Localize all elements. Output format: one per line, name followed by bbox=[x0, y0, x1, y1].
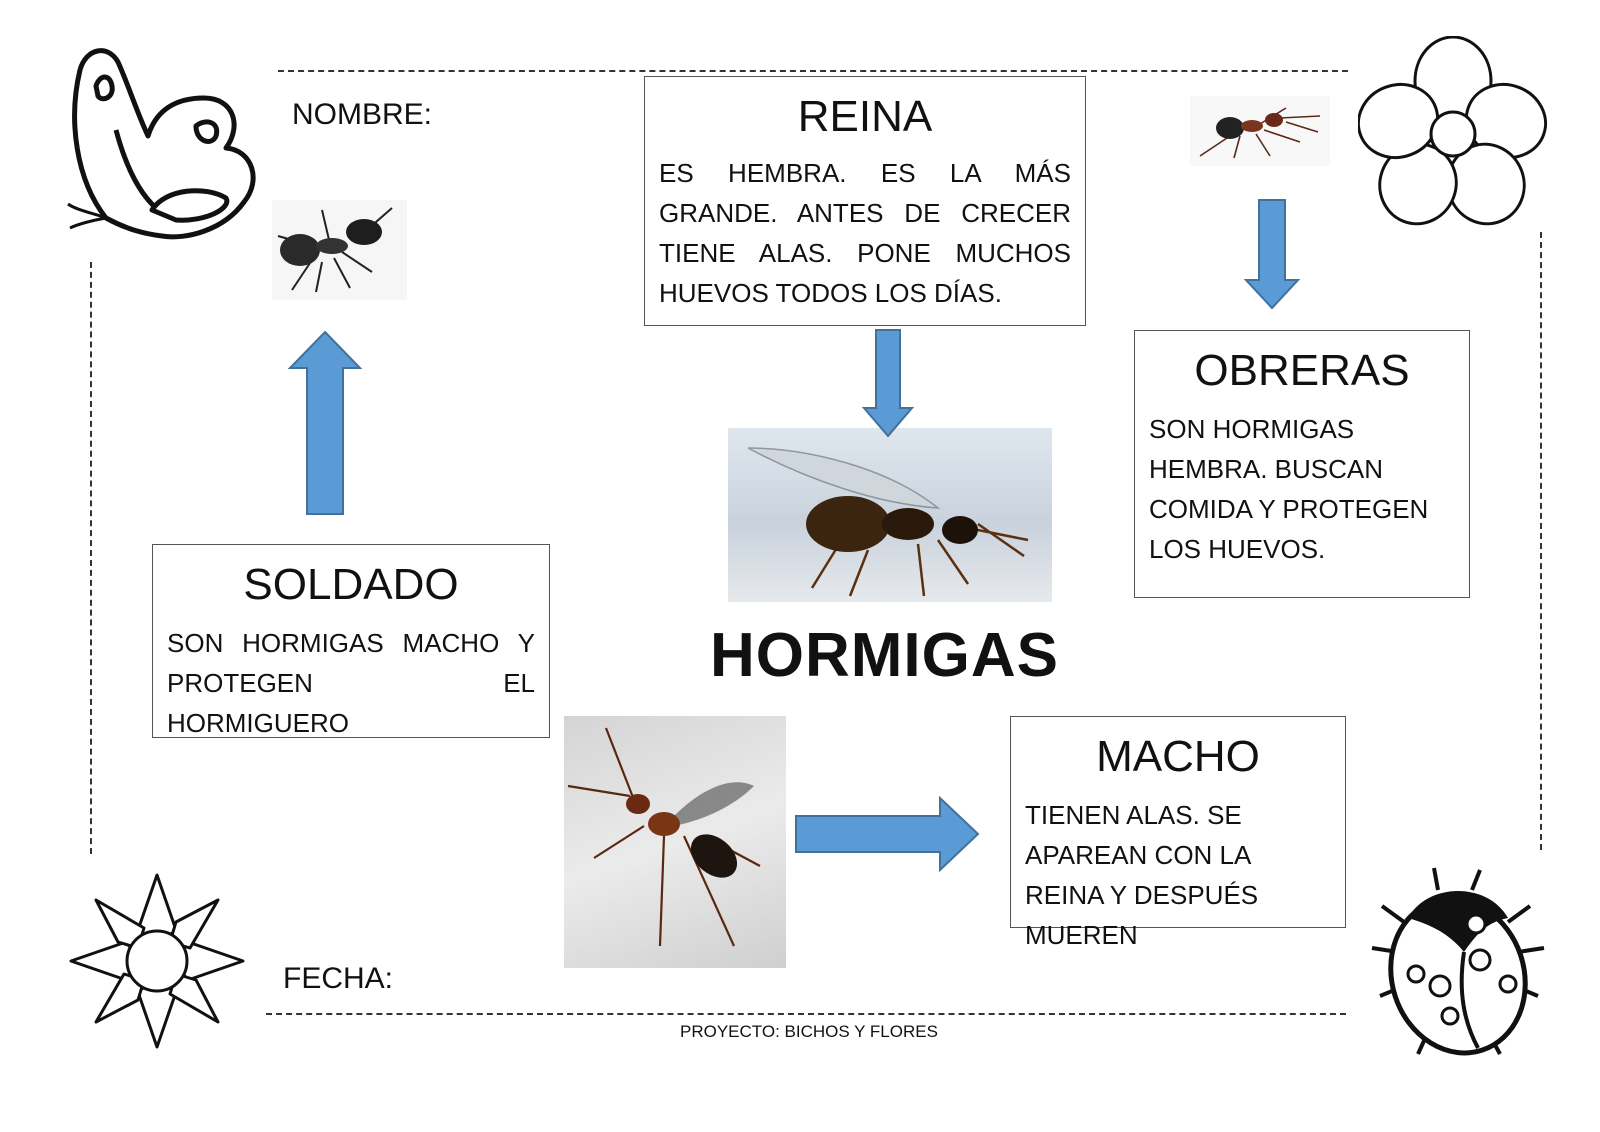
frame-top-line bbox=[278, 70, 1348, 72]
frame-left-line bbox=[90, 262, 92, 854]
macho-card: MACHO TIENEN ALAS. SE APAREAN CON LA REI… bbox=[1010, 716, 1346, 950]
footer-project: PROYECTO: BICHOS Y FLORES bbox=[680, 1022, 938, 1041]
soldado-text: SON HORMIGAS MACHO Y PROTEGEN EL HORMIGU… bbox=[167, 628, 535, 738]
soldado-title: SOLDADO bbox=[243, 560, 459, 609]
arrow-right-icon bbox=[794, 796, 980, 872]
male-ant-photo bbox=[564, 716, 786, 968]
reina-title: REINA bbox=[797, 92, 933, 141]
ladybug-icon bbox=[1368, 862, 1548, 1062]
butterfly-icon bbox=[66, 40, 262, 254]
frame-right-line bbox=[1540, 232, 1542, 850]
macho-title: MACHO bbox=[1096, 732, 1260, 781]
reina-text: ES HEMBRA. ES LA MÁS GRANDE. ANTES DE CR… bbox=[659, 158, 1071, 308]
date-label: FECHA: bbox=[283, 962, 394, 995]
frame-bottom-line bbox=[266, 1013, 1346, 1015]
flower-icon bbox=[66, 870, 248, 1052]
reina-card: REINA ES HEMBRA. ES LA MÁS GRANDE. ANTES… bbox=[644, 76, 1086, 326]
soldier-ant-photo bbox=[272, 200, 407, 300]
worker-ant-photo bbox=[1190, 96, 1330, 166]
macho-text: TIENEN ALAS. SE APAREAN CON LA REINA Y D… bbox=[1025, 800, 1259, 950]
obreras-text: SON HORMIGAS HEMBRA. BUSCAN COMIDA Y PRO… bbox=[1149, 414, 1429, 564]
arrow-down-icon bbox=[1244, 198, 1300, 310]
queen-ant-photo bbox=[728, 428, 1052, 602]
obreras-card: OBRERAS SON HORMIGAS HEMBRA. BUSCAN COMI… bbox=[1134, 330, 1470, 598]
name-label: NOMBRE: bbox=[292, 98, 433, 131]
soldado-card: SOLDADO SON HORMIGAS MACHO Y PROTEGEN EL… bbox=[152, 544, 550, 738]
obreras-title: OBRERAS bbox=[1194, 346, 1410, 395]
flower-icon bbox=[1358, 36, 1548, 226]
main-title: HORMIGAS bbox=[710, 621, 1059, 690]
arrow-down-icon bbox=[862, 328, 914, 438]
arrow-up-icon bbox=[288, 330, 362, 516]
